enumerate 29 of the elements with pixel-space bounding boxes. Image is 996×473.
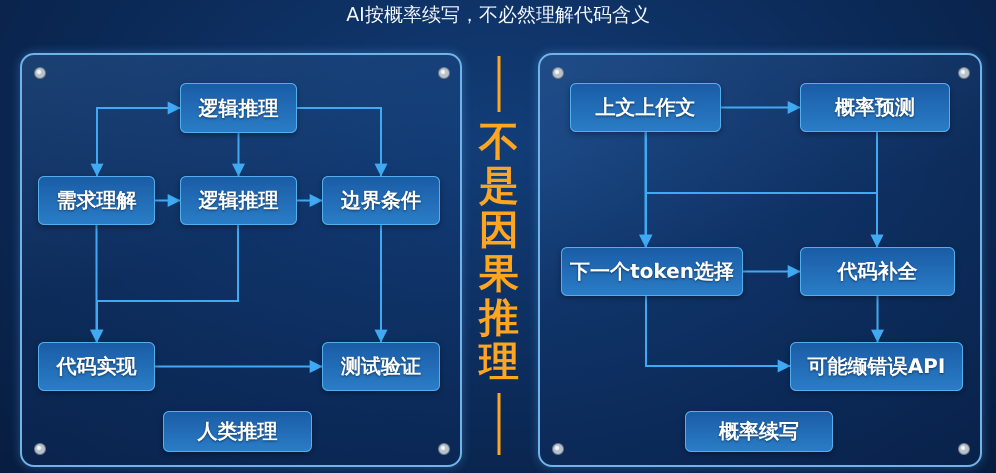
arrow <box>743 265 801 278</box>
process-box: 可能缬错误API <box>790 342 963 391</box>
arrow <box>721 101 801 114</box>
arrow <box>232 133 245 177</box>
title: AI按概率续写，不必然理解代码含义 <box>346 3 650 28</box>
arrow <box>374 225 388 343</box>
arrow <box>155 194 181 207</box>
vertical-slogan: 不是因果推理 <box>479 120 519 384</box>
process-box: 需求理解 <box>38 176 155 225</box>
arrow <box>645 296 791 372</box>
process-box: 边界条件 <box>322 176 440 225</box>
process-box: 代码补全 <box>800 247 955 296</box>
process-box: 逻辑推理 <box>180 176 297 225</box>
process-box: 测试验证 <box>322 342 440 391</box>
arrow <box>297 194 323 207</box>
process-box: 逻辑推理 <box>180 83 297 133</box>
process-box: 下一个token选择 <box>561 247 743 296</box>
panel-title-box: 概率续写 <box>685 411 833 452</box>
arrow <box>297 107 388 177</box>
panel-title-box: 人类推理 <box>163 411 312 452</box>
glass-panel <box>538 53 982 467</box>
arrow <box>90 225 239 343</box>
process-box: 代码实现 <box>38 342 155 391</box>
glass-panel <box>20 53 462 467</box>
process-box: 概率预测 <box>800 83 950 132</box>
arrow <box>871 296 884 343</box>
arrow <box>90 102 181 177</box>
process-box: 上文上作文 <box>570 83 721 132</box>
arrow <box>155 360 323 373</box>
